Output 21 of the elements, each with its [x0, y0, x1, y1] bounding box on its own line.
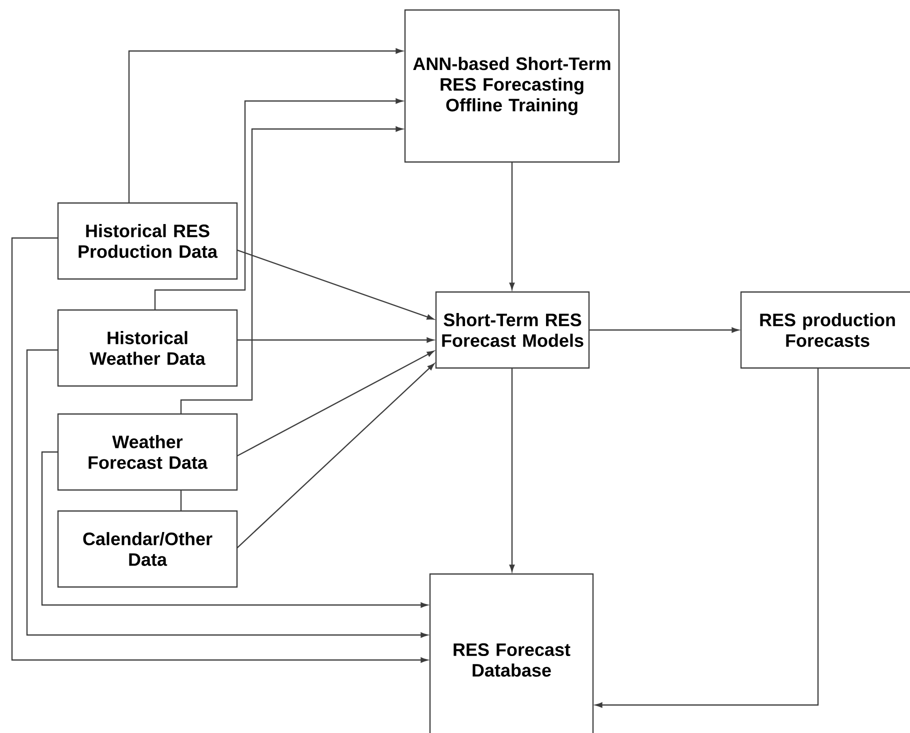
arrow — [236, 350, 434, 457]
arrow — [589, 327, 739, 333]
process-box: RES Forecast Database — [429, 573, 594, 733]
arrow — [41, 451, 428, 608]
arrow — [237, 337, 434, 343]
arrow — [11, 237, 428, 663]
process-box: RES production Forecasts — [740, 291, 910, 369]
arrow — [26, 349, 428, 638]
process-box: Historical RES Production Data — [57, 202, 238, 280]
process-box: Calendar/Other Data — [57, 510, 238, 588]
process-box: Short-Term RES Forecast Models — [435, 291, 590, 369]
arrow — [236, 363, 435, 548]
process-box: Historical Weather Data — [57, 309, 238, 387]
process-box: Weather Forecast Data — [57, 413, 238, 491]
process-box: ANN-based Short-Term RES Forecasting Offline Training — [404, 9, 620, 163]
arrow — [509, 162, 515, 290]
arrow — [128, 48, 403, 203]
arrow — [154, 98, 403, 310]
arrow — [509, 368, 515, 572]
arrow — [595, 368, 819, 708]
arrow — [236, 249, 434, 320]
